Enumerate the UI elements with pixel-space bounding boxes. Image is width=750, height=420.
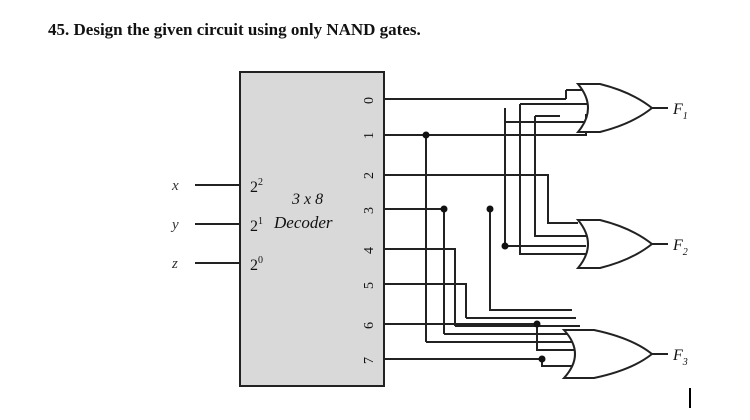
decoder-output-wire-2: [384, 174, 578, 224]
select-label-2-1: 21: [250, 216, 263, 235]
junction-dot: [440, 205, 448, 213]
output-label-f1: F1: [672, 101, 688, 122]
junction-dot: [422, 131, 430, 139]
output-label-f3: F3: [672, 347, 688, 368]
decoder-output-wire-4: [384, 248, 456, 326]
output-number-4: 4: [362, 247, 377, 254]
decoder-title-size: 3 x 8: [291, 191, 323, 208]
output-number-6: 6: [362, 322, 377, 329]
input-label-z: z: [171, 256, 178, 272]
output-label-f2: F2: [672, 237, 688, 258]
decoder-title-name: Decoder: [273, 213, 333, 232]
output-number-5: 5: [362, 282, 377, 289]
input-label-x: x: [171, 178, 179, 194]
decoder-output-wire-5: [384, 283, 467, 318]
or-gate-f2: [575, 219, 654, 269]
text-cursor: [689, 388, 691, 408]
or-gate-f3: [561, 329, 654, 379]
input-label-y: y: [170, 217, 179, 233]
gate-f2-input-c: [534, 116, 590, 237]
select-label-2-0: 20: [250, 255, 263, 274]
question-text: 45. Design the given circuit using only …: [48, 20, 421, 39]
output-number-2: 2: [362, 172, 377, 179]
select-label-2-2: 22: [250, 177, 263, 196]
junction-dot: [501, 242, 509, 250]
gate-f3-input-g: [489, 209, 572, 311]
decoder-block: [239, 71, 385, 387]
gate-f3-input-e: [536, 324, 586, 351]
output-number-7: 7: [362, 357, 377, 364]
output-number-3: 3: [362, 207, 377, 214]
output-number-1: 1: [362, 132, 377, 139]
gate-f2-input-a: [504, 122, 586, 247]
decoder-output-wire-1: [384, 134, 427, 342]
junction-dot: [486, 205, 494, 213]
decoder-output-wire-3: [384, 208, 445, 334]
junction-dot: [533, 320, 541, 328]
or-gate-f1: [575, 83, 654, 133]
junction-dot: [538, 355, 546, 363]
gate-f2-input-b: [519, 104, 590, 255]
output-number-0: 0: [362, 97, 377, 104]
